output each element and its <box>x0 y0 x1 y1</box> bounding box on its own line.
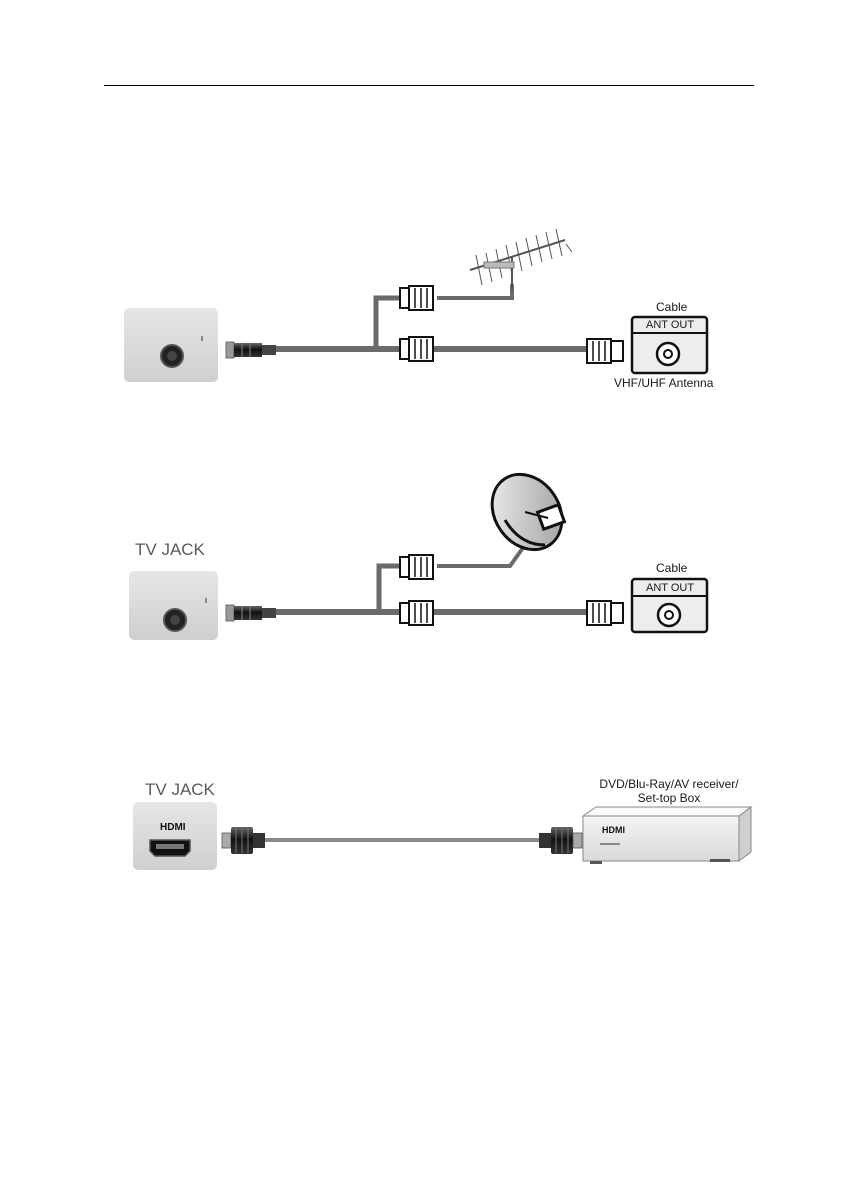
tv-jack-label-2: TV JACK <box>135 540 205 560</box>
ant-out-label-2: ANT OUT <box>646 582 694 594</box>
f-connector-icon <box>587 601 623 625</box>
f-connector-icon <box>400 601 433 625</box>
hdmi-plug-icon <box>539 827 582 854</box>
coax-branch-cable <box>376 298 400 346</box>
cable-label-1: Cable <box>656 300 687 314</box>
tv-jack-label-3: TV JACK <box>145 780 215 800</box>
diagram-hdmi <box>133 802 751 870</box>
rf-plug-icon <box>226 342 276 358</box>
cable-label-2: Cable <box>656 561 687 575</box>
set-top-box-icon <box>583 807 751 864</box>
tv-jack-panel-2 <box>129 571 218 640</box>
f-connector-icon <box>400 286 433 310</box>
diagram-satellite-cable <box>129 461 707 640</box>
coax-branch-cable <box>379 566 400 609</box>
antenna-label: VHF/UHF Antenna <box>614 376 713 390</box>
hdmi-cable <box>265 838 539 842</box>
hdmi-label-device: HDMI <box>602 825 625 835</box>
hdmi-label-tv: HDMI <box>160 822 186 833</box>
tv-jack-panel-3 <box>133 802 217 870</box>
f-connector-icon <box>400 337 433 361</box>
dish-lead-cable <box>437 545 525 566</box>
f-connector-icon <box>400 555 433 579</box>
device-label-line2: Set-top Box <box>584 791 754 805</box>
rf-plug-icon <box>226 605 276 621</box>
hdmi-plug-icon <box>222 827 265 854</box>
f-connector-icon <box>587 339 623 363</box>
vhf-uhf-antenna-icon <box>470 229 572 290</box>
diagram-antenna-cable <box>124 229 707 382</box>
ant-out-label-1: ANT OUT <box>646 319 694 331</box>
device-label-line1: DVD/Blu-Ray/AV receiver/ <box>584 777 754 791</box>
tv-jack-panel-1 <box>124 308 218 382</box>
antenna-lead-cable <box>437 284 512 298</box>
satellite-dish-icon <box>478 461 576 563</box>
